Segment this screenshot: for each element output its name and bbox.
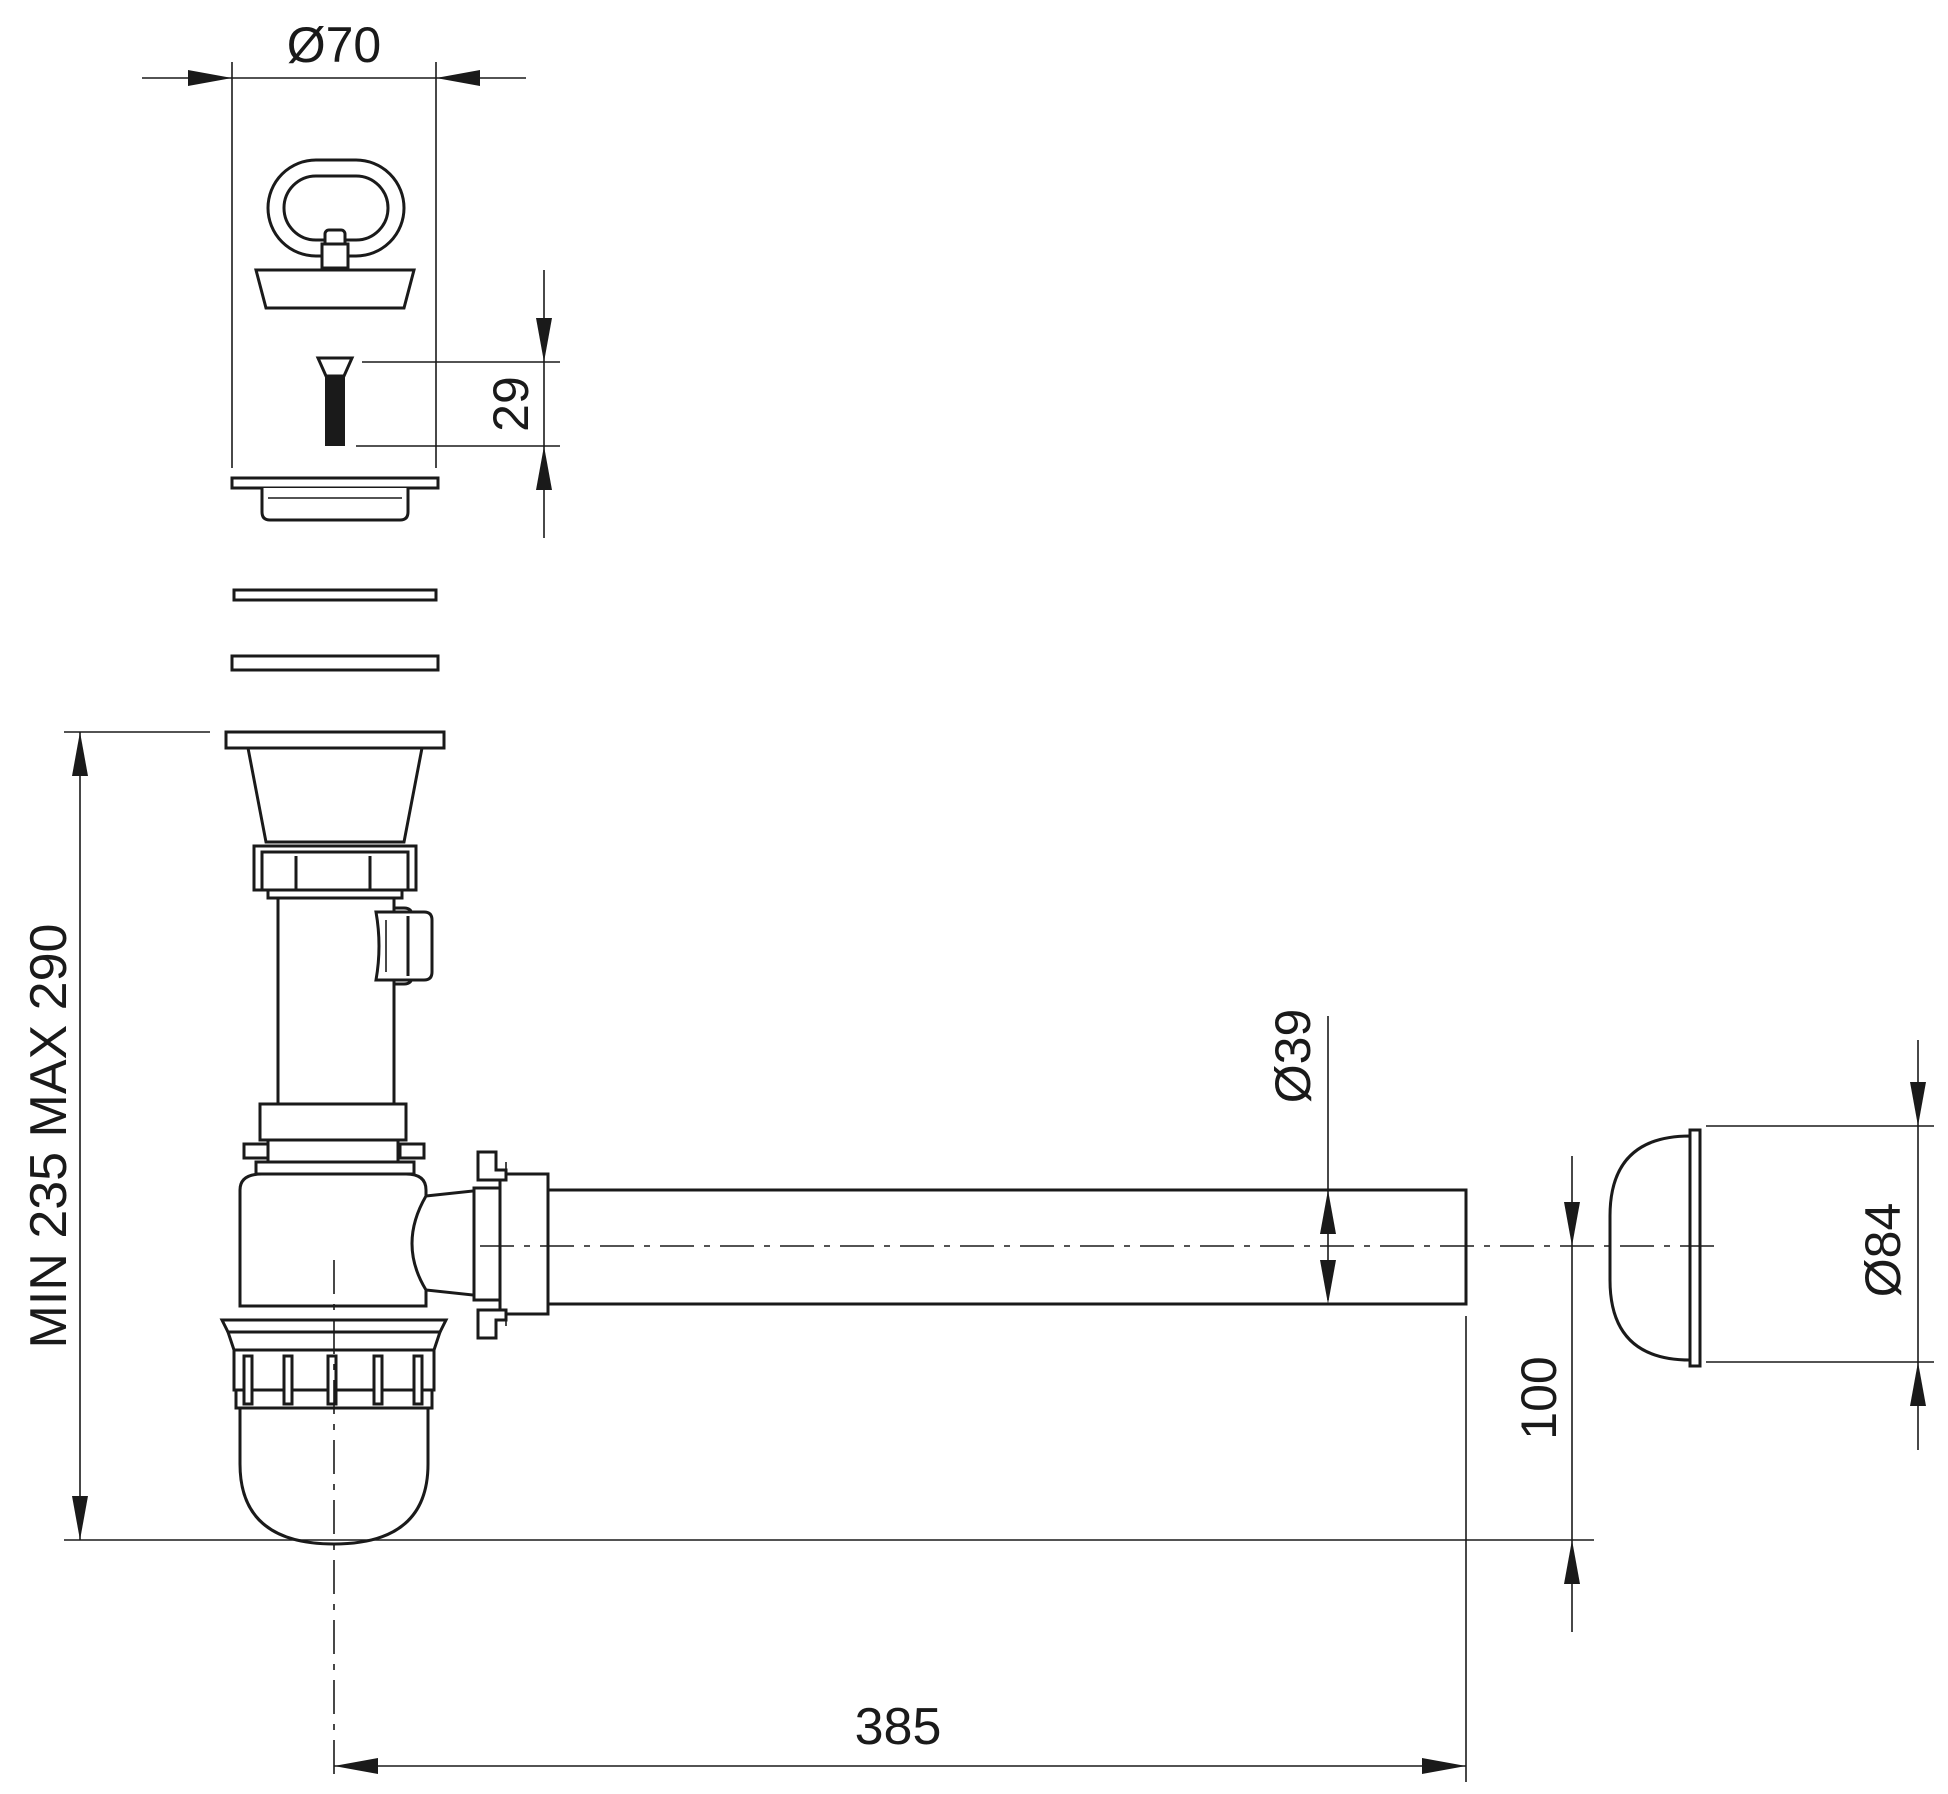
cap-ribs <box>242 1354 424 1406</box>
siphon-body <box>219 730 550 1546</box>
screw-length-label: 29 <box>483 376 539 432</box>
pipe-diameter-label: Ø39 <box>1265 1009 1321 1104</box>
rosette-diameter-label: Ø84 <box>1855 1203 1911 1298</box>
stopper-with-chain-ring <box>254 158 416 310</box>
overall-length-label: 385 <box>855 1698 942 1756</box>
outlet-pipe <box>546 1188 1468 1306</box>
dimension-overall-length: 385 <box>334 1316 1467 1782</box>
dimension-stopper-diameter: Ø70 <box>142 17 526 468</box>
stopper-diameter-label: Ø70 <box>287 17 382 73</box>
gaskets <box>230 588 440 672</box>
pipe-height-label: 100 <box>1511 1356 1567 1439</box>
drain-grate <box>230 476 440 522</box>
overall-height-label: MIN 235 MAX 290 <box>20 924 78 1349</box>
wall-rosette <box>1608 1128 1702 1368</box>
dimension-pipe-diameter: Ø39 <box>1265 1009 1336 1304</box>
dimension-overall-height: MIN 235 MAX 290 <box>20 731 1594 1541</box>
screw <box>315 356 355 446</box>
center-lines <box>333 1245 1724 1780</box>
dimension-rosette-diameter: Ø84 <box>1706 1040 1934 1450</box>
dimension-screw-length: 29 <box>356 270 560 538</box>
dimension-pipe-height: 100 <box>1511 1156 1580 1632</box>
